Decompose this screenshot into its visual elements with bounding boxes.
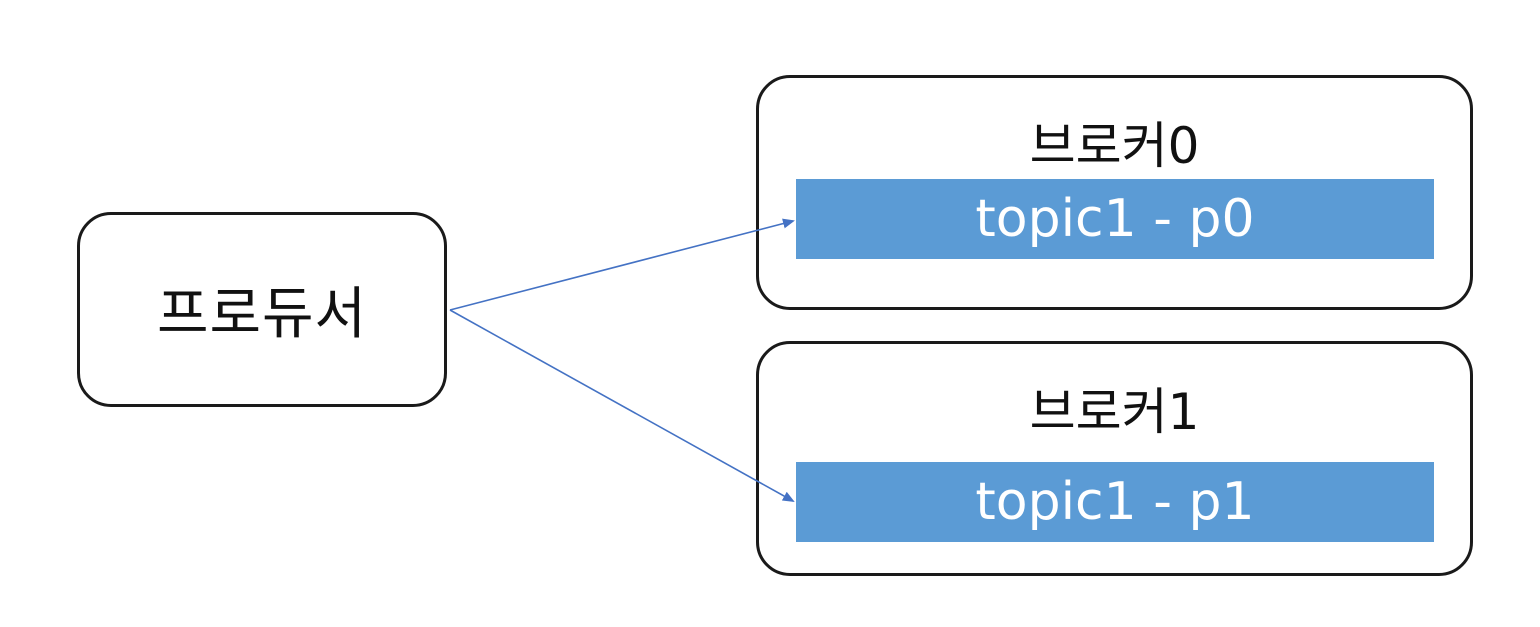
broker0-box: 브로커0 topic1 - p0 xyxy=(756,75,1473,310)
producer-box: 프로듀서 xyxy=(77,212,447,407)
producer-label: 프로듀서 xyxy=(156,282,368,347)
broker1-title: 브로커1 xyxy=(1029,383,1200,441)
arrow-to-broker1 xyxy=(449,309,795,502)
arrow-to-broker0 xyxy=(449,218,795,311)
broker0-partition: topic1 - p0 xyxy=(796,179,1434,259)
broker0-title: 브로커0 xyxy=(1029,117,1200,175)
broker1-partition: topic1 - p1 xyxy=(796,462,1434,542)
broker1-box: 브로커1 topic1 - p1 xyxy=(756,341,1473,576)
